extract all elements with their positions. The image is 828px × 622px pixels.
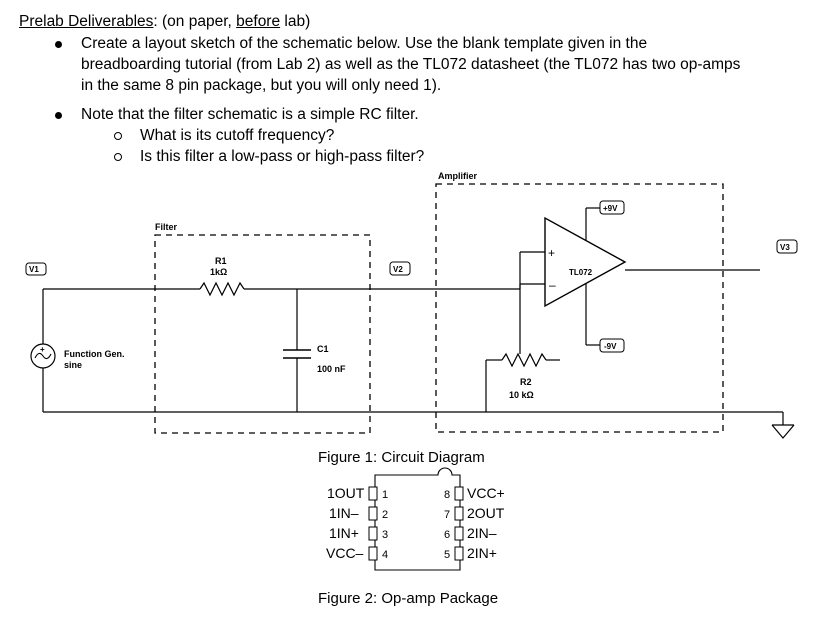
pin-6-number: 6 xyxy=(444,529,450,541)
heading-note-prefix: (on paper, xyxy=(157,13,237,30)
prelab-heading: Prelab Deliverables: (on paper, before l… xyxy=(19,11,310,32)
pin-box-8 xyxy=(454,486,464,501)
r1-value: 1kΩ xyxy=(210,267,227,277)
v3-tag xyxy=(776,239,798,254)
vneg-label: -9V xyxy=(604,342,617,351)
amplifier-label: Amplifier xyxy=(438,171,478,181)
sub-bullet-ring xyxy=(114,132,122,140)
source-label: Function Gen. xyxy=(64,349,125,359)
figure2-caption: Figure 2: Op-amp Package xyxy=(318,590,498,607)
bullet-dot xyxy=(55,41,62,48)
bullet-dot xyxy=(55,112,62,119)
source-sub: sine xyxy=(64,360,82,370)
heading-title: Prelab Deliverables xyxy=(19,13,154,30)
pin-5-label: 2IN+ xyxy=(467,545,497,561)
pin-1-label: 1OUT xyxy=(327,485,365,501)
pin-6-label: 2IN– xyxy=(467,525,497,541)
pin-box-5 xyxy=(454,546,464,561)
r1-name: R1 xyxy=(215,256,227,266)
r1-resistor xyxy=(199,281,245,297)
v1-label: V1 xyxy=(29,265,39,274)
bullet-1-line-2: breadboarding tutorial (from Lab 2) as w… xyxy=(81,56,741,73)
pin-1-number: 1 xyxy=(382,489,388,501)
v2-tag xyxy=(389,261,411,276)
filter-label: Filter xyxy=(155,222,178,232)
opamp-plus-sign: + xyxy=(548,246,555,260)
sub-question-2: Is this filter a low-pass or high-pass f… xyxy=(140,148,425,165)
heading-note-emph: before xyxy=(236,13,281,30)
filter-box xyxy=(154,234,371,434)
sub-question-1: What is its cutoff frequency? xyxy=(140,127,335,144)
sub-bullet-ring xyxy=(114,153,122,161)
source-plus: + xyxy=(40,345,45,354)
c1-name: C1 xyxy=(317,344,329,354)
pin-8-label: VCC+ xyxy=(467,485,505,501)
v3-label: V3 xyxy=(780,243,790,252)
v1-tag xyxy=(25,262,47,276)
pin-4-number: 4 xyxy=(382,549,388,561)
opamp-name: TL072 xyxy=(569,268,593,277)
opamp-package xyxy=(374,467,461,571)
pin-2-number: 2 xyxy=(382,509,388,521)
bullet-1-line-3: in the same 8 pin package, but you will … xyxy=(81,77,442,94)
amplifier-box xyxy=(435,183,724,433)
pin-8-number: 8 xyxy=(444,489,450,501)
vpos-label: +9V xyxy=(603,204,618,213)
pin-4-label: VCC– xyxy=(326,545,364,561)
r2-resistor xyxy=(501,352,547,368)
pin-box-1 xyxy=(368,486,378,501)
sine-icon xyxy=(34,352,52,360)
pin-box-2 xyxy=(368,506,378,521)
heading-colon: : xyxy=(153,13,158,30)
bullet-1-line-1: Create a layout sketch of the schematic … xyxy=(81,35,648,52)
bullet-2-line-1: Note that the filter schematic is a simp… xyxy=(81,106,419,123)
pin-2-label: 1IN– xyxy=(329,505,359,521)
c1-value: 100 nF xyxy=(317,364,346,374)
pin-3-label: 1IN+ xyxy=(329,525,359,541)
pin-5-number: 5 xyxy=(444,549,450,561)
r2-value: 10 kΩ xyxy=(509,390,534,400)
vneg-tag xyxy=(599,338,625,353)
figure1-caption: Figure 1: Circuit Diagram xyxy=(318,449,485,466)
pin-box-7 xyxy=(454,506,464,521)
vpos-tag xyxy=(599,200,625,215)
pin-box-6 xyxy=(454,526,464,541)
heading-note-suffix: lab) xyxy=(280,13,311,30)
opamp-minus-sign: – xyxy=(549,278,556,292)
opamp-triangle xyxy=(544,216,627,308)
pin-7-label: 2OUT xyxy=(467,505,505,521)
pin-7-number: 7 xyxy=(444,509,450,521)
pin-3-number: 3 xyxy=(382,529,388,541)
ground-triangle xyxy=(771,424,795,439)
pin-box-3 xyxy=(368,526,378,541)
v2-label: V2 xyxy=(393,265,403,274)
package-body xyxy=(374,467,461,571)
pin-box-4 xyxy=(368,546,378,561)
r2-name: R2 xyxy=(520,377,532,387)
